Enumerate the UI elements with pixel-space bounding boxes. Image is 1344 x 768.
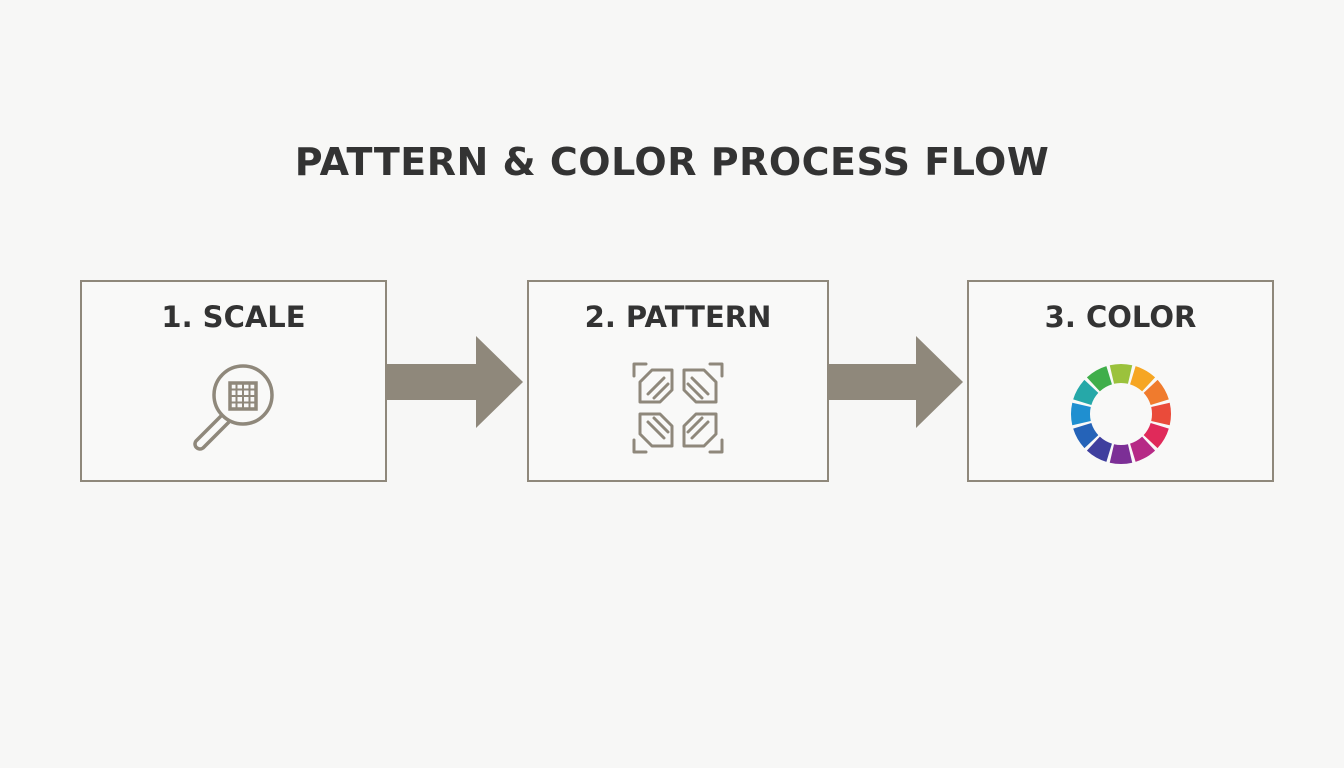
color-wheel-segment bbox=[1143, 423, 1169, 449]
color-wheel-segment bbox=[1150, 402, 1171, 426]
diagram-title: PATTERN & COLOR PROCESS FLOW bbox=[294, 140, 1050, 184]
color-wheel-segment bbox=[1070, 402, 1091, 426]
step-label-color: 3. COLOR bbox=[1044, 300, 1197, 334]
step-box-color: 3. COLOR bbox=[967, 280, 1274, 482]
step-label-pattern: 2. PATTERN bbox=[584, 300, 772, 334]
arrow-right-icon bbox=[387, 336, 523, 428]
arrow-right-icon bbox=[829, 336, 963, 428]
color-wheel-segment bbox=[1086, 436, 1112, 462]
color-wheel-icon bbox=[1070, 363, 1171, 465]
pattern-tile-icon bbox=[632, 362, 724, 454]
step-box-scale: 1. SCALE bbox=[80, 280, 387, 482]
color-wheel-segment bbox=[1129, 436, 1155, 462]
color-wheel-segment bbox=[1109, 444, 1132, 465]
color-wheel-segment bbox=[1129, 366, 1155, 392]
color-wheel-segment bbox=[1086, 366, 1112, 392]
color-wheel-segment bbox=[1143, 379, 1169, 405]
color-wheel-segment bbox=[1072, 379, 1098, 405]
magnifier-grid-icon bbox=[192, 364, 274, 451]
step-box-pattern: 2. PATTERN bbox=[527, 280, 829, 482]
step-label-scale: 1. SCALE bbox=[161, 300, 306, 334]
color-wheel-segment bbox=[1109, 363, 1132, 384]
color-wheel-segment bbox=[1072, 423, 1098, 449]
